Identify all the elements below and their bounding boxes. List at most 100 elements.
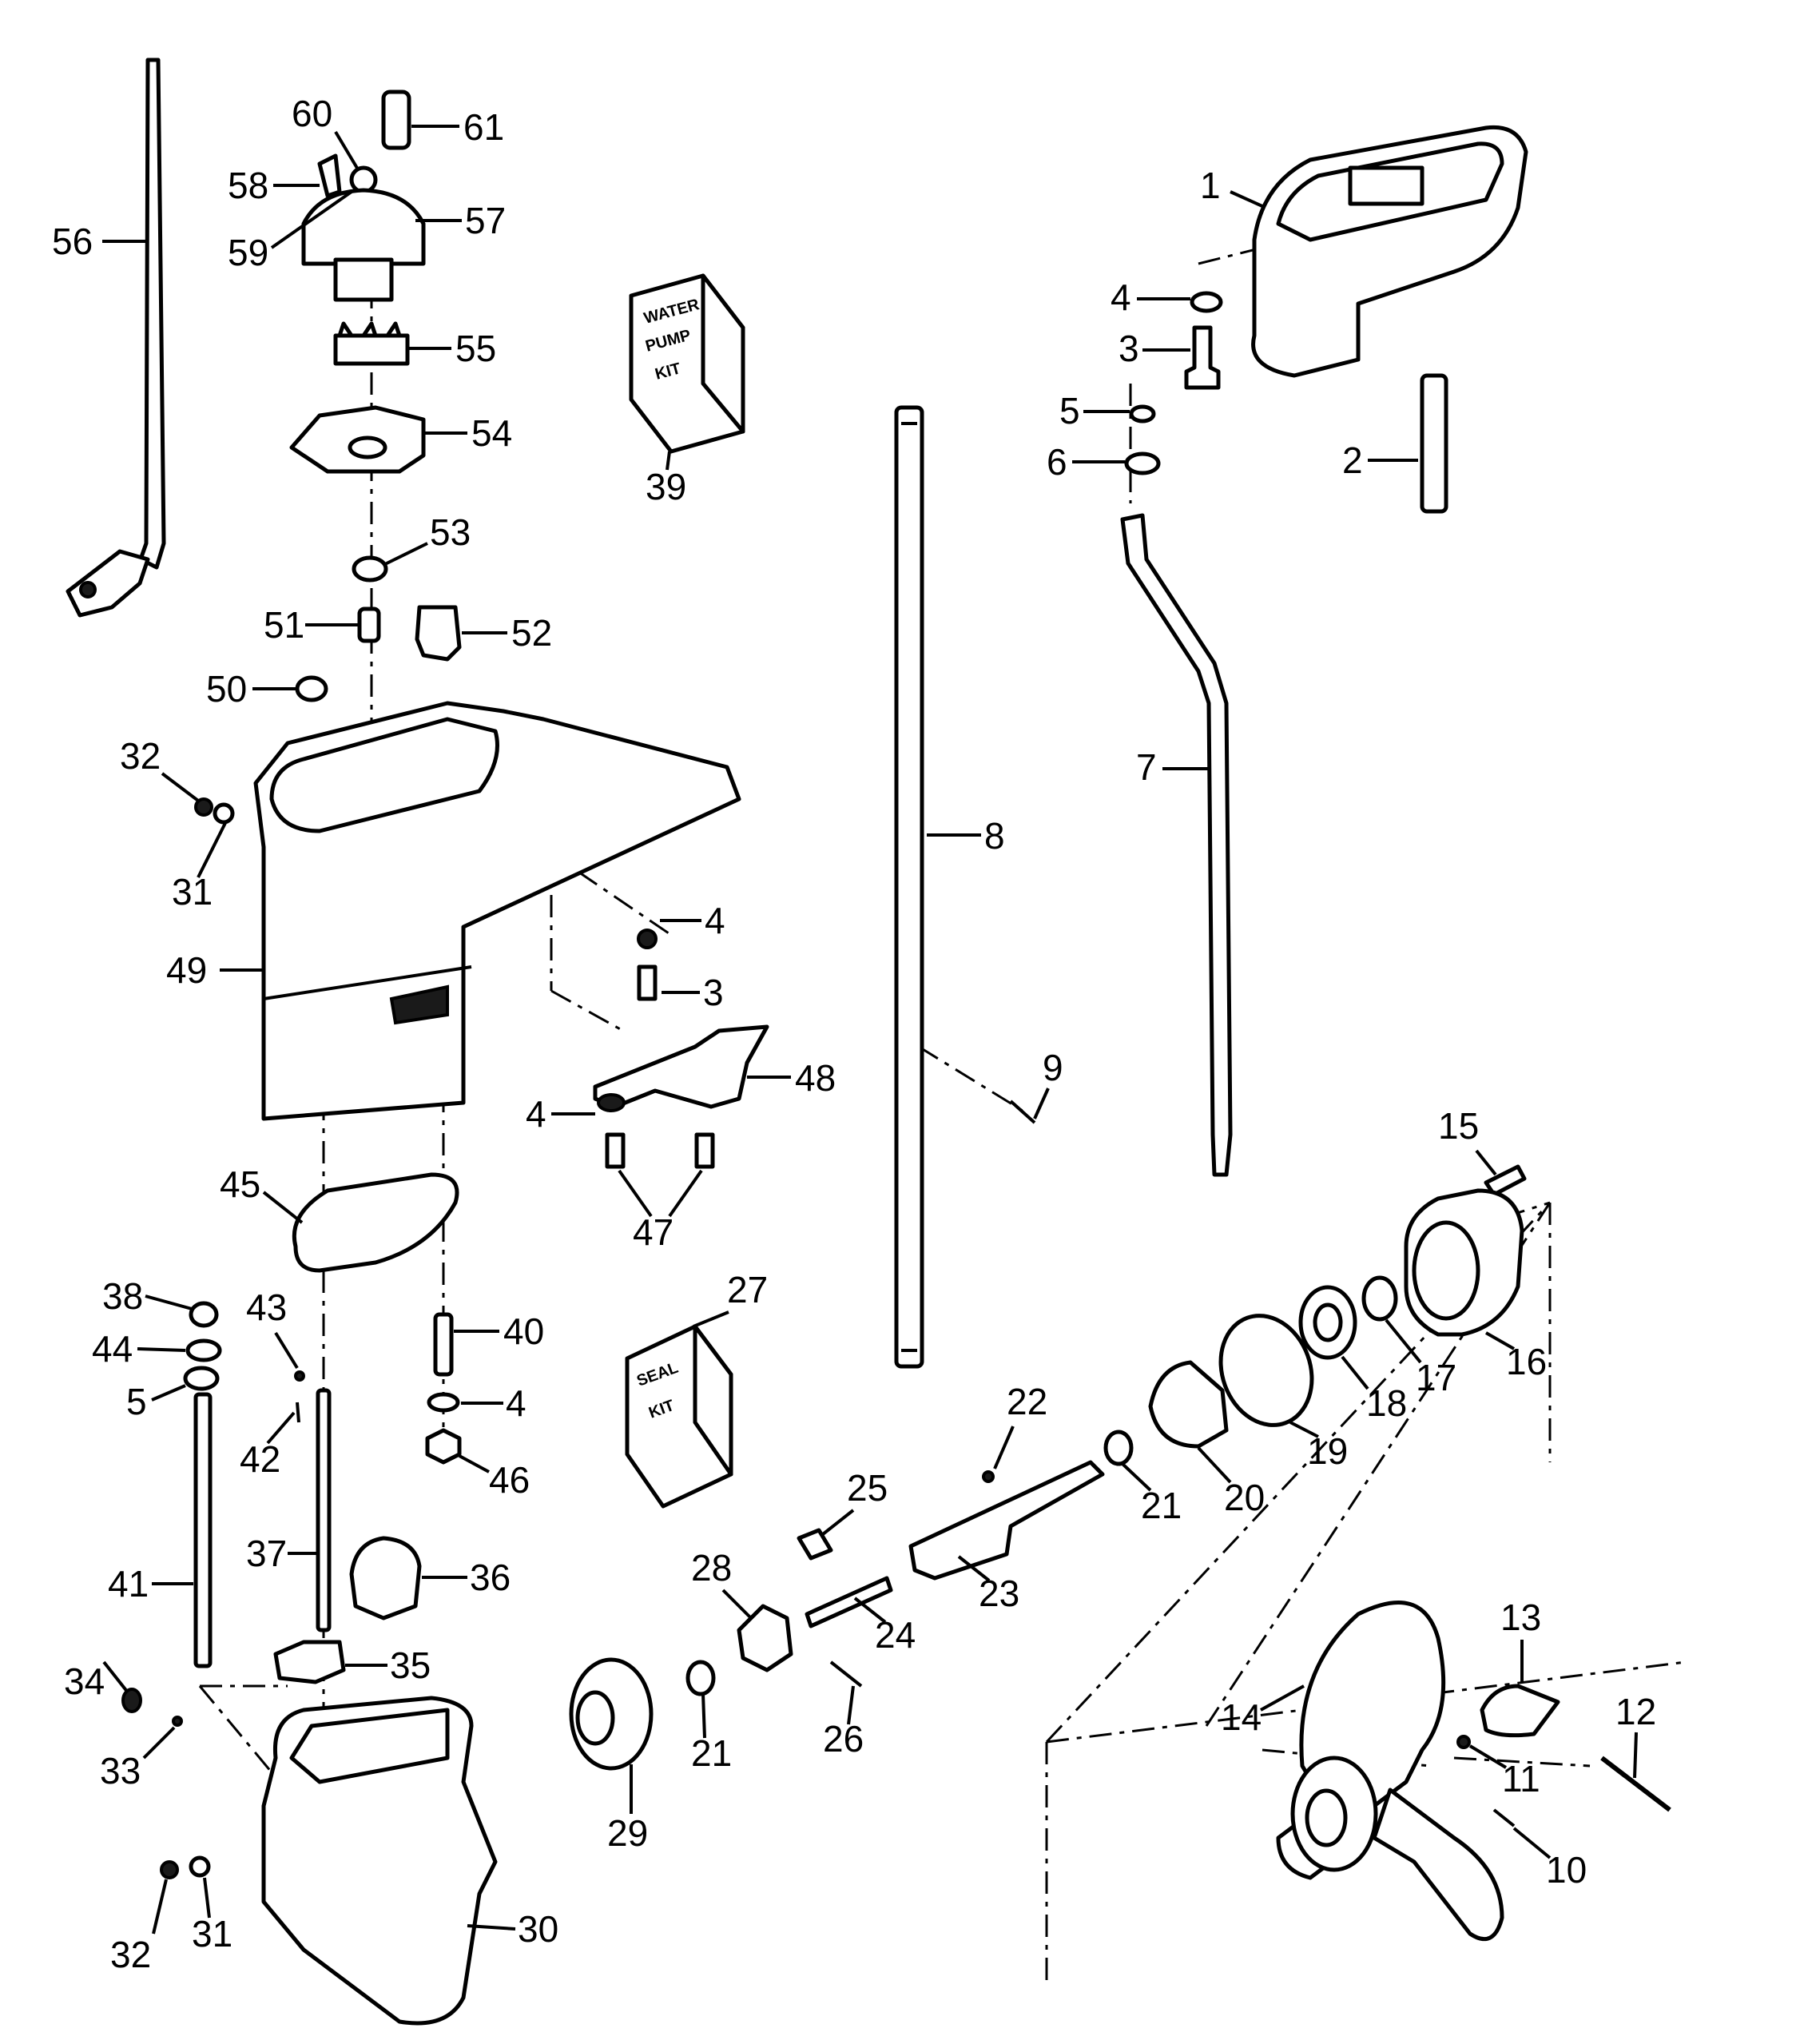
svg-text:48: 48 — [795, 1057, 836, 1099]
svg-text:60: 60 — [292, 93, 332, 134]
callout-17: 17 — [1385, 1318, 1456, 1398]
propeller-shaft-23 — [908, 1460, 1105, 1581]
svg-text:51: 51 — [264, 604, 304, 646]
callout-46: 46 — [459, 1454, 530, 1501]
grommet-52 — [415, 605, 462, 662]
svg-text:27: 27 — [727, 1269, 768, 1310]
callout-32a: 32 — [120, 735, 200, 802]
svg-text:12: 12 — [1615, 1691, 1656, 1732]
callout-57: 57 — [415, 200, 506, 241]
callout-10: 10 — [1512, 1827, 1587, 1891]
pump-tube-61 — [381, 89, 411, 150]
svg-text:5: 5 — [1059, 390, 1080, 431]
plug-34 — [121, 1688, 142, 1713]
stud-40 — [433, 1312, 454, 1377]
callout-20: 20 — [1197, 1446, 1265, 1518]
svg-text:22: 22 — [1007, 1381, 1047, 1422]
svg-text:21: 21 — [1141, 1485, 1182, 1526]
callout-37: 37 — [246, 1533, 318, 1574]
screw-3-mid — [637, 964, 658, 1001]
screw-58 — [317, 153, 342, 198]
clutch-dog-28 — [737, 1604, 793, 1672]
callout-31b: 31 — [192, 1877, 232, 1955]
washer-4-bottom — [427, 1392, 460, 1413]
callout-44: 44 — [92, 1328, 186, 1370]
dowel-51 — [357, 606, 381, 643]
callout-59: 59 — [228, 190, 353, 273]
callout-34: 34 — [64, 1660, 129, 1702]
pin-10 — [1492, 1808, 1516, 1827]
svg-text:61: 61 — [463, 106, 504, 148]
callout-12: 12 — [1615, 1691, 1656, 1779]
driveshaft-housing-49 — [253, 701, 741, 1121]
pin-26 — [829, 1660, 863, 1688]
callout-1: 1 — [1200, 165, 1263, 208]
callout-52: 52 — [462, 612, 552, 654]
svg-text:1: 1 — [1200, 165, 1221, 206]
seal-17 — [1361, 1275, 1398, 1322]
callout-4c: 4 — [526, 1093, 595, 1135]
washer-44 — [185, 1338, 222, 1362]
nut-32-bottom — [160, 1860, 179, 1879]
svg-text:31: 31 — [172, 871, 213, 913]
callout-50: 50 — [206, 668, 296, 710]
svg-text:36: 36 — [470, 1557, 511, 1598]
washer-21-left — [685, 1660, 716, 1696]
seal-53 — [352, 555, 388, 583]
callout-36: 36 — [422, 1557, 511, 1598]
callout-41: 41 — [108, 1563, 193, 1605]
callout-22: 22 — [993, 1381, 1047, 1469]
svg-text:58: 58 — [228, 165, 268, 206]
svg-text:42: 42 — [240, 1438, 280, 1480]
nut-38 — [189, 1301, 219, 1328]
o-ring-19 — [1218, 1314, 1314, 1427]
callout-14: 14 — [1221, 1684, 1305, 1738]
callout-5a: 5 — [1059, 390, 1130, 431]
svg-text:4: 4 — [705, 900, 725, 941]
svg-text:33: 33 — [100, 1750, 141, 1791]
propeller-14 — [1276, 1601, 1504, 1942]
clip-25 — [797, 1528, 833, 1561]
gasket-45 — [292, 1172, 459, 1273]
washer-4-top — [1190, 291, 1223, 313]
svg-text:7: 7 — [1136, 746, 1157, 788]
callout-56: 56 — [52, 221, 146, 262]
callout-55: 55 — [409, 328, 496, 369]
seal-kit-27: SEAL KIT — [625, 1324, 733, 1509]
washer-31-top — [213, 802, 235, 825]
callout-26: 26 — [823, 1685, 864, 1760]
callout-8: 8 — [927, 815, 1005, 857]
stud-41 — [193, 1392, 213, 1668]
callout-9: 9 — [1033, 1047, 1063, 1119]
callout-24: 24 — [853, 1597, 916, 1656]
svg-text:32: 32 — [120, 735, 161, 777]
svg-text:26: 26 — [823, 1718, 864, 1760]
svg-text:49: 49 — [166, 949, 207, 991]
svg-text:6: 6 — [1047, 441, 1067, 483]
callout-27: 27 — [693, 1269, 768, 1328]
callout-31a: 31 — [172, 822, 227, 913]
svg-text:52: 52 — [511, 612, 552, 654]
callout-40: 40 — [454, 1310, 544, 1352]
svg-text:3: 3 — [703, 972, 724, 1013]
screw-47b — [694, 1132, 715, 1169]
svg-text:13: 13 — [1500, 1597, 1541, 1638]
o-ring-5-bottom — [183, 1366, 220, 1391]
callout-13: 13 — [1500, 1597, 1541, 1682]
ball-22 — [982, 1470, 995, 1483]
bracket-35 — [273, 1640, 346, 1684]
callout-38: 38 — [102, 1275, 193, 1317]
callout-4b: 4 — [660, 900, 725, 941]
callout-3a: 3 — [1119, 328, 1190, 369]
svg-text:32: 32 — [110, 1934, 151, 1975]
svg-text:39: 39 — [646, 466, 686, 507]
svg-text:25: 25 — [847, 1467, 888, 1509]
svg-text:59: 59 — [228, 232, 268, 273]
shift-rod-56 — [66, 58, 166, 618]
nut-50 — [295, 675, 328, 702]
water-pump-kit-39: WATER PUMP KIT — [629, 273, 745, 454]
callout-61: 61 — [411, 106, 504, 148]
svg-text:18: 18 — [1366, 1382, 1407, 1424]
svg-text:45: 45 — [220, 1163, 260, 1205]
callout-3b: 3 — [662, 972, 724, 1013]
